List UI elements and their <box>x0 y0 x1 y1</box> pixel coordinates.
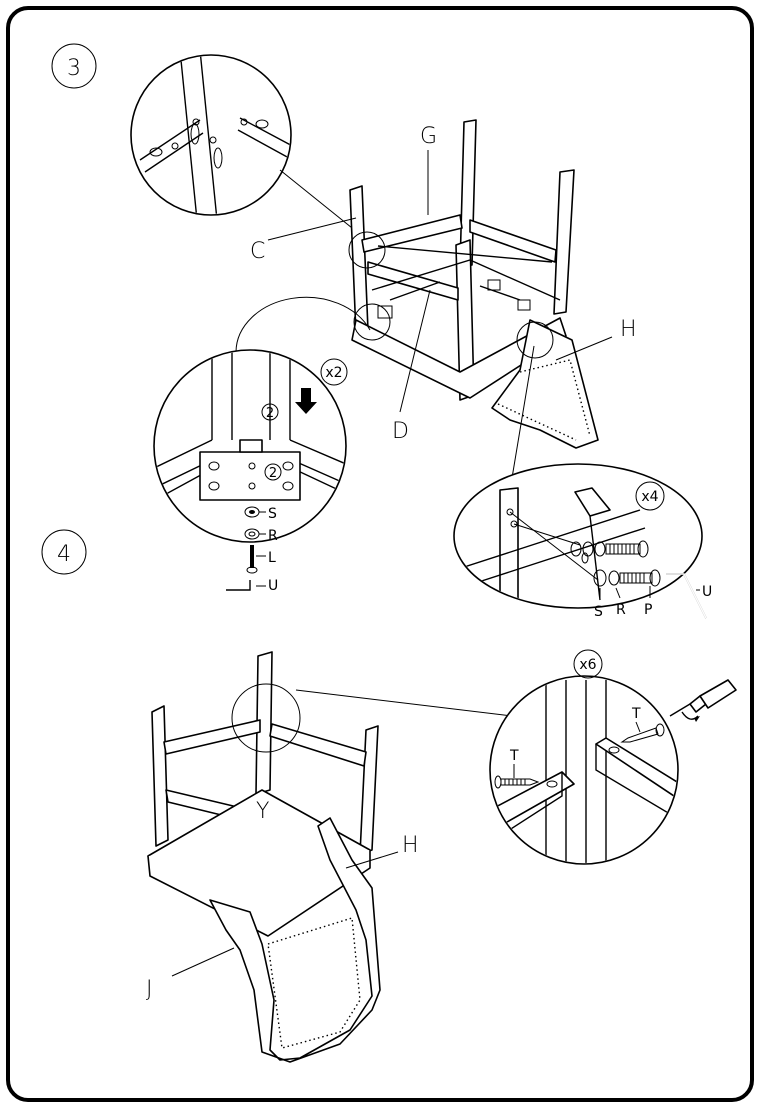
qty-badge-x2: x2 <box>320 358 348 386</box>
label-G: G <box>420 124 437 215</box>
svg-text:2: 2 <box>269 466 277 481</box>
label-S-right: S <box>594 588 603 620</box>
svg-text:H: H <box>402 833 419 858</box>
label-T-left: T <box>509 748 519 778</box>
svg-text:x2: x2 <box>325 365 342 381</box>
svg-text:R: R <box>268 528 278 544</box>
svg-text:L: L <box>268 550 276 566</box>
svg-text:x4: x4 <box>641 489 658 505</box>
bolt-assembly-upper <box>570 540 649 558</box>
svg-text:4: 4 <box>57 542 71 567</box>
chair-frame-step3 <box>348 119 599 449</box>
svg-text:T: T <box>509 748 519 764</box>
svg-text:U: U <box>268 578 278 594</box>
label-P: P <box>644 586 652 618</box>
qty-badge-x4: x4 <box>635 481 665 511</box>
label-H-bottom: H <box>345 833 419 869</box>
svg-text:J: J <box>146 977 153 1002</box>
screw-right-icon <box>620 723 665 743</box>
allen-key-icon <box>666 573 707 619</box>
label-J: J <box>146 947 235 1002</box>
qty-badge-x6: x6 <box>573 649 603 679</box>
detail-circle-corner-bracket <box>153 296 371 543</box>
label-L: L <box>256 550 276 566</box>
step-2-ref-top: 2 <box>261 403 279 421</box>
svg-text:x6: x6 <box>579 657 596 673</box>
chair-with-seat-step4 <box>147 651 381 1063</box>
svg-text:G: G <box>420 124 437 149</box>
svg-text:2: 2 <box>266 406 274 421</box>
svg-text:Y: Y <box>256 799 269 824</box>
press-down-arrow-icon <box>295 388 317 414</box>
label-H-top: H <box>555 317 637 361</box>
svg-text:P: P <box>644 602 652 618</box>
label-U-left: U <box>256 578 278 594</box>
detail-circle-seat-screws <box>489 675 679 865</box>
svg-text:D: D <box>392 419 409 444</box>
detail-circle-leg-holes <box>130 54 292 216</box>
svg-text:H: H <box>620 317 637 342</box>
label-C: C <box>250 217 357 264</box>
label-U-right: U <box>696 584 712 600</box>
label-S-left: S <box>259 506 277 522</box>
svg-text:S: S <box>594 604 603 620</box>
svg-text:C: C <box>250 239 265 264</box>
step-2-ref-bracket: 2 <box>264 463 282 481</box>
bolt-assembly-lower <box>593 569 661 587</box>
detail-circle-back-bolts <box>453 463 703 609</box>
svg-text:S: S <box>268 506 277 522</box>
screwdriver-icon <box>669 679 737 722</box>
label-D: D <box>392 289 431 444</box>
label-R-left: R <box>259 528 278 544</box>
svg-text:U: U <box>702 584 712 600</box>
svg-text:3: 3 <box>67 56 81 81</box>
label-R-right: R <box>615 587 626 618</box>
svg-text:T: T <box>631 706 641 722</box>
label-Y: Y <box>256 799 269 824</box>
label-T-right: T <box>631 706 641 733</box>
screw-left-icon <box>494 775 540 789</box>
step-4-badge: 4 <box>41 529 87 575</box>
svg-text:R: R <box>616 602 626 618</box>
step-3-badge: 3 <box>51 43 97 89</box>
